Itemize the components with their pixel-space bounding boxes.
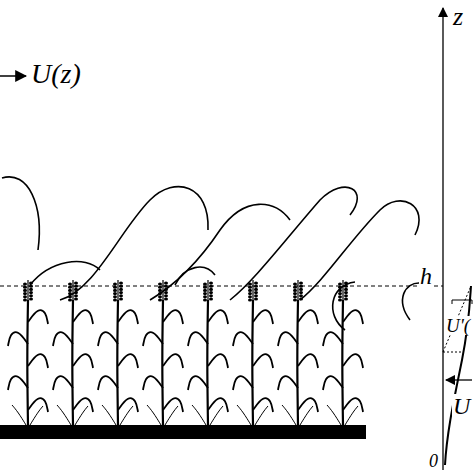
z-axis [442,8,443,470]
dotted-tangent [443,286,471,352]
axis-label: 0 [428,452,439,470]
canopy-height-line [0,286,443,287]
dotted-reference [443,352,463,353]
plant [98,280,138,425]
axis-label: U'( [445,316,471,335]
bracket [452,300,472,304]
ground [0,425,366,439]
wind-arrow [0,75,26,77]
plant [8,280,48,425]
plant [53,280,93,425]
axis-label: h [419,264,433,288]
axis-label: U [452,394,471,418]
plant [323,280,363,425]
plant [278,280,318,425]
plant [143,280,183,425]
velocity-arrow [446,379,472,380]
axis-label: z [452,4,464,30]
axis-label: U(z) [30,60,82,88]
plant [233,280,273,425]
velocity-profile [445,286,471,465]
eddy-curves [2,177,420,330]
plant [188,280,228,425]
crop-plants [8,280,363,425]
